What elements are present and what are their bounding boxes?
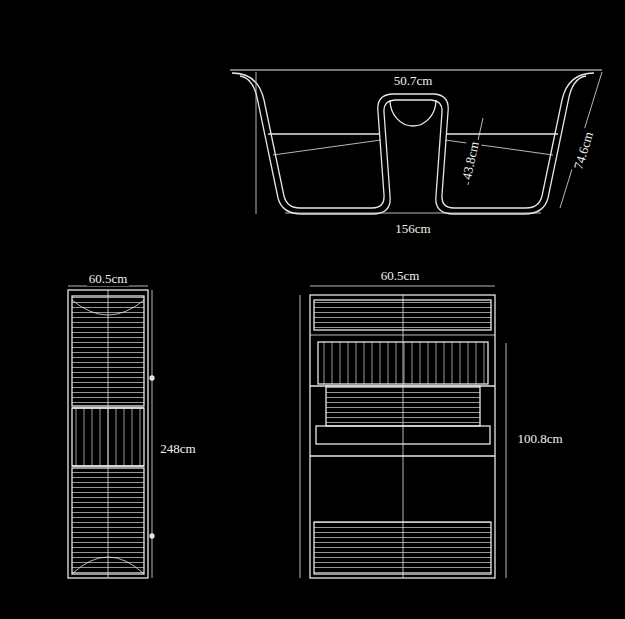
dimension-label: 50.7cm [392,73,435,88]
dimension-label: 156cm [393,221,432,236]
dimension-label: 60.5cm [87,271,130,286]
dimension-label: 248cm [158,441,197,456]
dimension-label: 43.8cm [458,138,482,183]
dimension-label: 100.8cm [515,431,564,446]
dimension-label: 60.5cm [379,268,422,283]
dimension-label: 74.6cm [570,127,597,172]
